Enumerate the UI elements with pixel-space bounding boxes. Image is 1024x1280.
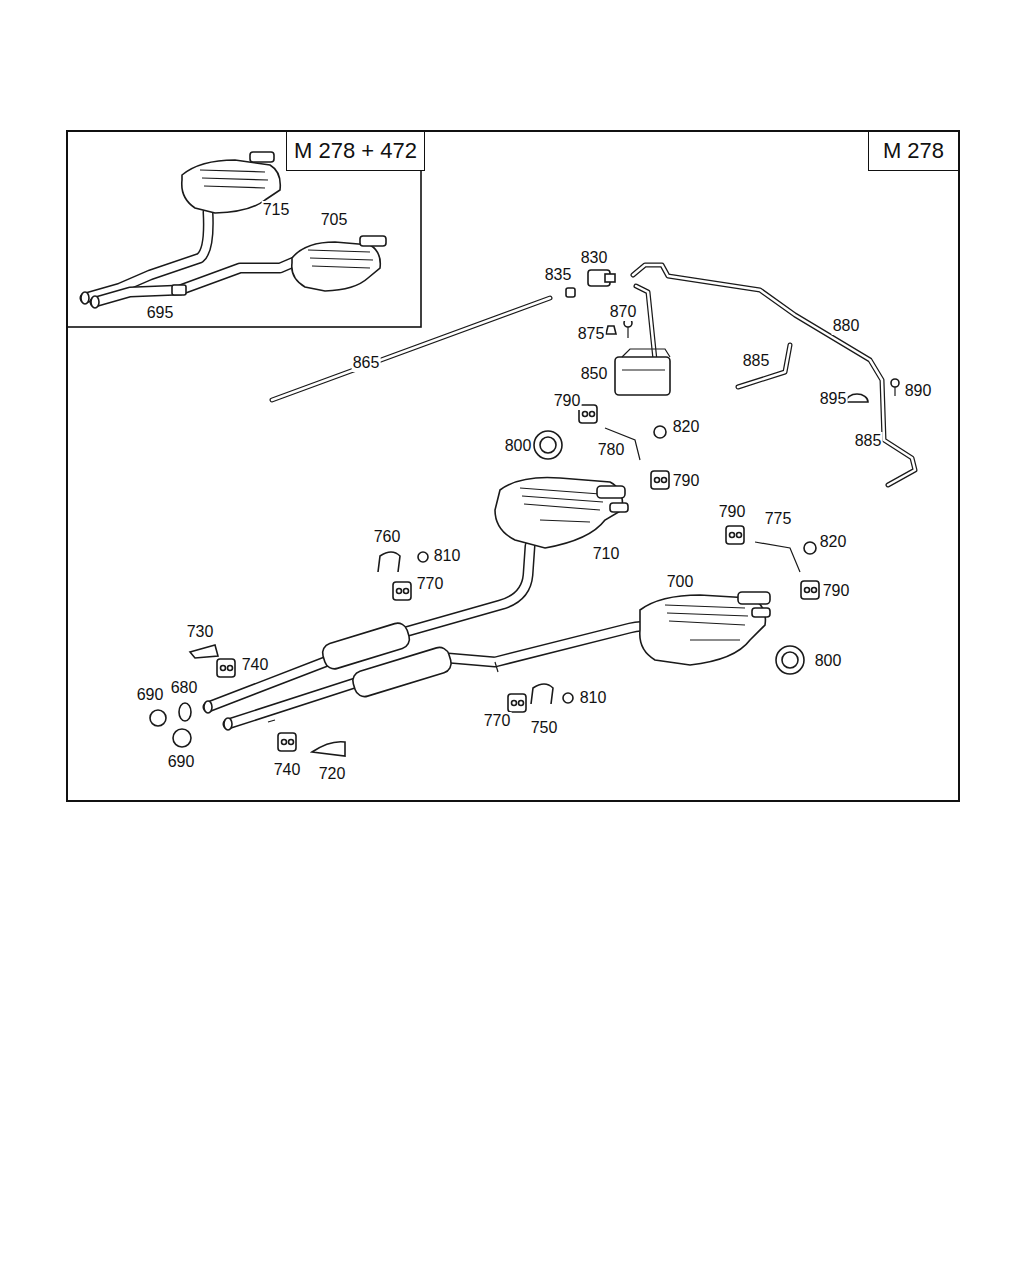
rear-muffler	[640, 592, 770, 665]
callout-number: 850	[580, 365, 609, 383]
callout-number: 710	[592, 545, 621, 563]
callout-number: 730	[186, 623, 215, 641]
callout-number: 810	[433, 547, 462, 565]
nuts	[418, 326, 816, 703]
callout-number: 870	[609, 303, 638, 321]
callout-number: 695	[146, 304, 175, 322]
callout-number: 875	[577, 325, 606, 343]
callout-number: 790	[718, 503, 747, 521]
callout-number: 885	[742, 352, 771, 370]
callout-number: 780	[597, 441, 626, 459]
callout-number: 865	[352, 354, 381, 372]
inset-frame	[67, 131, 421, 327]
brackets	[190, 428, 800, 756]
callout-number: 680	[170, 679, 199, 697]
engine-variant-box: M 278	[868, 131, 959, 171]
callout-number: 740	[273, 761, 302, 779]
engine-variant-box: M 278 + 472	[286, 131, 425, 171]
vacuum-lines	[272, 265, 915, 485]
callout-number: 720	[318, 765, 347, 783]
callout-number: 790	[672, 472, 701, 490]
mount-rings	[534, 431, 804, 674]
callout-number: 770	[483, 712, 512, 730]
callout-number: 690	[136, 686, 165, 704]
variant-label: M 278 + 472	[294, 138, 417, 164]
callout-number: 790	[822, 582, 851, 600]
callout-number: 740	[241, 656, 270, 674]
inset-mufflers	[172, 152, 386, 295]
callout-number: 760	[373, 528, 402, 546]
callout-number: 800	[814, 652, 843, 670]
callout-number: 770	[416, 575, 445, 593]
callout-number: 820	[819, 533, 848, 551]
callout-number: 800	[504, 437, 533, 455]
callout-number: 820	[672, 418, 701, 436]
outer-frame	[67, 131, 959, 801]
callout-number: 715	[262, 201, 291, 219]
variant-label: M 278	[883, 138, 944, 164]
callout-number: 890	[904, 382, 933, 400]
callout-number: 690	[167, 753, 196, 771]
clamps	[150, 703, 191, 747]
callout-number: 700	[666, 573, 695, 591]
callout-number: 750	[530, 719, 559, 737]
callout-number: 835	[544, 266, 573, 284]
callout-number: 880	[832, 317, 861, 335]
callout-number: 830	[580, 249, 609, 267]
middle-mufflers	[320, 621, 453, 699]
callout-number: 775	[764, 510, 793, 528]
vacuum-components	[566, 270, 899, 402]
callout-number: 885	[854, 432, 883, 450]
rubber-hangers	[217, 405, 819, 751]
callout-number: 895	[819, 390, 848, 408]
rear-muffler	[495, 478, 628, 549]
callout-number: 810	[579, 689, 608, 707]
callout-number: 705	[320, 211, 349, 229]
exhaust-pipes	[81, 212, 650, 730]
callout-number: 790	[553, 392, 582, 410]
